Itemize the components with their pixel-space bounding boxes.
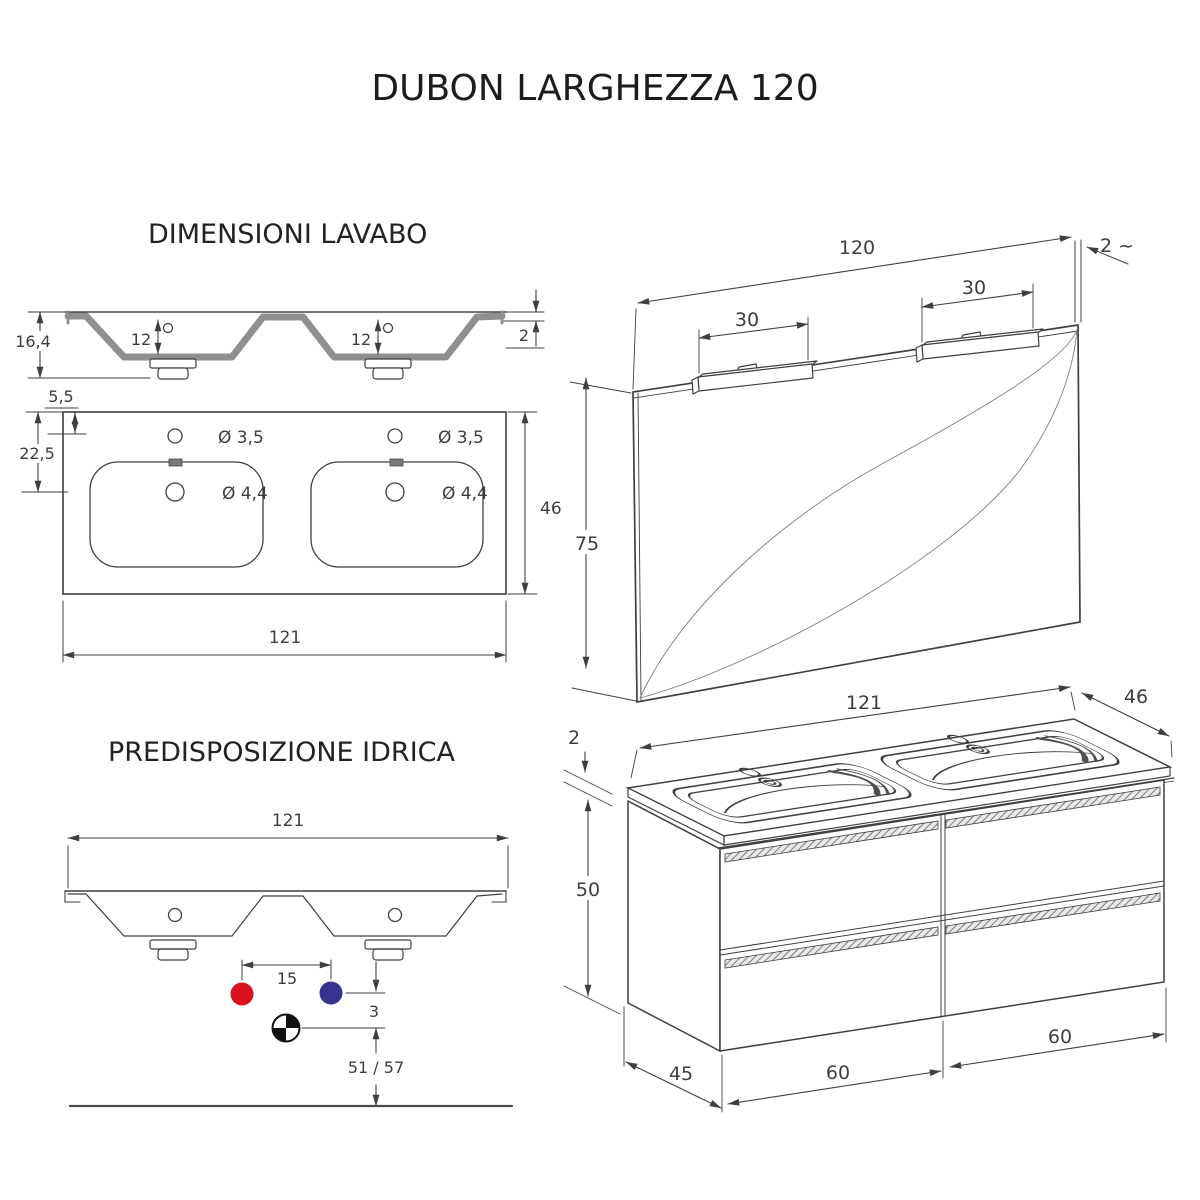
lavabo-heading: DIMENSIONI LAVABO: [148, 219, 427, 250]
cabinet-view: 121 46: [563, 685, 1175, 1113]
drawer-handle-groove: [945, 892, 1161, 935]
basin-right-3d: [880, 730, 1120, 791]
base-depth-label: 46: [1124, 686, 1148, 708]
dim-base-depth: 46: [1081, 686, 1173, 758]
mirror-height-label: 75: [575, 533, 599, 555]
drain-fitting-left: [149, 358, 197, 380]
mirror-view: 120 2 ~ 30 30 75: [569, 235, 1134, 704]
faucet-hole-left-label: Ø 3,5: [218, 428, 264, 448]
drain-hole-right-label: Ø 4,4: [442, 484, 488, 504]
overflow-hole: [758, 777, 782, 788]
supply-height-label: 51 / 57: [348, 1058, 404, 1077]
edge-thickness-label: 2: [519, 326, 529, 345]
idrica-heading: PREDISPOSIZIONE IDRICA: [108, 737, 456, 768]
lavabo-side-profile: 16,4 12 12 2: [10, 289, 545, 380]
overflow-slot-left: [168, 458, 183, 467]
idrica-side-profile: [64, 890, 507, 961]
dim-basin-depth-left: 12: [131, 319, 174, 355]
faucet-hole-right-label: Ø 3,5: [438, 428, 484, 448]
hot-water-dot: [230, 982, 254, 1006]
dim-mirror-width: 120: [632, 235, 1082, 390]
mirror-reflection-line: [639, 329, 1078, 699]
drain-fitting-right: [364, 358, 412, 380]
dim-base-width: 121: [630, 685, 1076, 779]
mirror-thickness-label: 2 ~: [1100, 235, 1134, 257]
basin-left-3d: [672, 763, 912, 824]
degree-circle-icon: [382, 322, 394, 334]
faucet-hole: [946, 734, 970, 744]
dim-base-height: 50: [563, 799, 621, 1015]
overflow-slot-right: [389, 458, 404, 467]
drain-fitting-left: [149, 939, 197, 961]
dim-basin-depth-right: 12: [351, 319, 394, 355]
drain-offset-label: 3: [369, 1002, 379, 1021]
light-left-label: 30: [735, 309, 759, 331]
side-depth-label: 45: [669, 1063, 693, 1085]
dim-faucet-offset: 22,5: [15, 411, 69, 493]
drain-fitting-right: [364, 939, 412, 961]
dim-hot-cold-spacing: 15: [241, 959, 332, 988]
faucet-hole-left: [167, 428, 183, 444]
cold-water-dot: [319, 981, 343, 1005]
total-height-label: 16,4: [15, 332, 51, 351]
light-right-label: 30: [962, 277, 986, 299]
dim-drain-offset: 3: [301, 961, 386, 1029]
dim-mirror-thickness: 2 ~: [1086, 235, 1134, 265]
module-left-label: 60: [826, 1062, 850, 1084]
dim-plan-depth: 46: [507, 411, 562, 595]
dim-base-top-thickness: 2: [563, 727, 613, 807]
base-top-thickness-label: 2: [568, 727, 580, 749]
mirror-reflection-line: [639, 329, 1078, 699]
dim-module-right: 60: [949, 987, 1167, 1069]
dim-side-depth: 45: [623, 1006, 723, 1113]
light-bar-left: [691, 360, 818, 395]
faucet-hole: [738, 767, 762, 777]
hot-cold-spacing-label: 15: [277, 969, 297, 988]
dim-idrica-width: 121: [67, 811, 509, 889]
overflow-hole: [966, 744, 990, 755]
basin-depth-left-label: 12: [131, 330, 151, 349]
degree-circle-icon: [162, 322, 174, 334]
dim-plan-width: 121: [62, 600, 507, 663]
cabinet-side-panel: [627, 799, 721, 1053]
faucet-offset-label: 22,5: [19, 444, 55, 463]
faucet-hole-right: [387, 428, 403, 444]
corner-offset-label: 5,5: [48, 387, 73, 406]
dim-mirror-height: 75: [569, 377, 637, 702]
dim-supply-height: 51 / 57: [348, 1027, 404, 1107]
page-title: DUBON LARGHEZZA 120: [371, 68, 818, 109]
plan-depth-label: 46: [540, 499, 562, 519]
base-height-label: 50: [576, 879, 600, 901]
dim-light-left: 30: [698, 309, 809, 374]
drain-hole-left-label: Ø 4,4: [222, 484, 268, 504]
mirror-width-label: 120: [839, 237, 875, 259]
drain-hole-left: [165, 482, 185, 502]
section-idrica: PREDISPOSIZIONE IDRICA 121: [64, 737, 514, 1108]
cabinet-body: [627, 779, 1165, 1053]
drawer-handle-groove: [724, 926, 939, 969]
drain-symbol-icon: [271, 1013, 301, 1043]
drain-hole-right: [385, 482, 405, 502]
base-width-label: 121: [846, 692, 882, 714]
drawer-handle-groove: [945, 786, 1161, 829]
module-right-label: 60: [1048, 1026, 1072, 1048]
light-bar-right: [915, 328, 1044, 363]
dim-edge-thickness: 2: [503, 289, 545, 349]
lavabo-plan-view: Ø 3,5 Ø 3,5 Ø 4,4 Ø 4,4 5,5 22,5: [15, 387, 562, 663]
dim-total-height: 16,4: [10, 311, 151, 379]
idrica-width-label: 121: [272, 811, 304, 831]
dim-light-right: 30: [921, 277, 1034, 343]
drawer-handle-groove: [724, 820, 939, 863]
basin-depth-right-label: 12: [351, 330, 371, 349]
dim-module-left: 60: [727, 1020, 944, 1106]
dim-corner-offset: 5,5: [44, 387, 87, 435]
plan-width-label: 121: [269, 628, 301, 648]
section-lavabo: DIMENSIONI LAVABO 16,4: [10, 219, 562, 663]
